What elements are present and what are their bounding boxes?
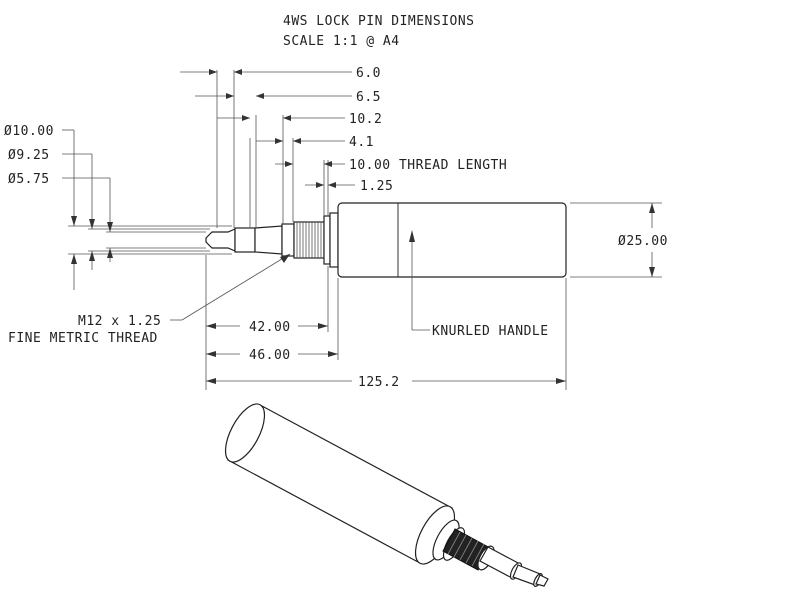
dim-6-5: 6.5: [356, 90, 381, 105]
handle-diameter-dim: [570, 202, 662, 278]
knurl-leader: [409, 230, 430, 331]
dim-handle-dia: Ø25.00: [618, 234, 668, 249]
lock-pin-isometric-view: [224, 403, 549, 587]
top-dimension-lines: [180, 69, 355, 228]
dim-42: 42.00: [249, 320, 291, 335]
diameter-leaders: [62, 129, 232, 290]
bottom-dimension-lines: [205, 255, 567, 390]
dim-46: 46.00: [249, 348, 291, 363]
lock-pin-side-view: [205, 202, 567, 278]
dim-1-25: 1.25: [360, 179, 393, 194]
thread-note-size: M12 x 1.25: [78, 314, 161, 329]
dim-thread-length: 10.00 THREAD LENGTH: [349, 158, 507, 173]
dim-10-2: 10.2: [349, 112, 382, 127]
dim-dia-10: Ø10.00: [4, 124, 54, 139]
dim-dia-5-75: Ø5.75: [8, 172, 50, 187]
dim-4-1: 4.1: [349, 135, 374, 150]
dim-6-0: 6.0: [356, 66, 381, 81]
knurl-note: KNURLED HANDLE: [432, 324, 549, 339]
drawing-scale: SCALE 1:1 @ A4: [283, 34, 400, 49]
drawing-title: 4WS LOCK PIN DIMENSIONS: [283, 14, 475, 29]
thread-note-type: FINE METRIC THREAD: [8, 331, 158, 346]
dim-dia-9-25: Ø9.25: [8, 148, 50, 163]
thread-leader: [170, 253, 291, 321]
dim-125-2: 125.2: [358, 375, 400, 390]
